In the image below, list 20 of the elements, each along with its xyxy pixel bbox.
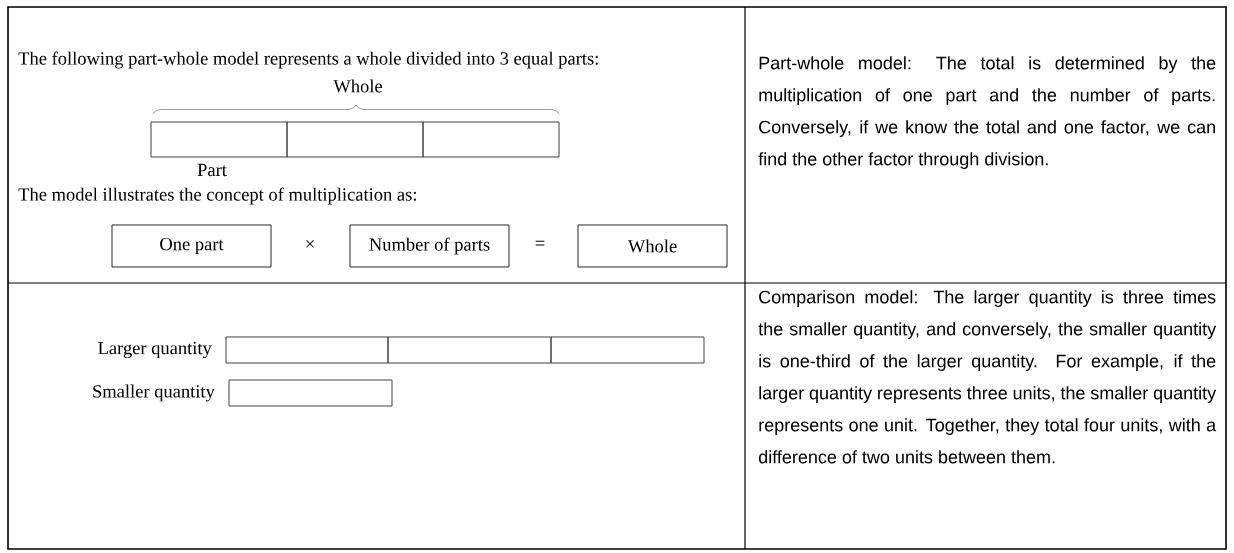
equation-box: Number of parts — [349, 224, 510, 268]
description-text: Comparison model: The larger quantity is three times the smaller quantity, and conversely, the smaller quantity is one-third of the larger quantity. For example, if the larger quantity represents three units, the smaller quantity represents one unit. Together, they total four units, with a difference of two units between them. — [758, 290, 1217, 464]
times-sign: × — [306, 240, 314, 248]
brace-label: Whole — [333, 79, 383, 93]
bar-segment — [228, 379, 393, 407]
bar-segment — [387, 336, 552, 364]
bar-label: Larger quantity — [98, 341, 212, 359]
bar-segment — [550, 336, 705, 364]
bar-segment — [422, 121, 560, 158]
heading-text: The following part-whole model represents a whole divided into 3 equal parts: — [18, 51, 598, 69]
description-text: Part-whole model: The total is determined by the multiplication of one part and the number of parts. Conversely, if we know the total and one factor, we can find the other factor through division. — [758, 56, 1216, 169]
equals-sign: = — [535, 240, 545, 246]
caption-text: The model illustrates the concept of multiplication as: — [18, 187, 416, 205]
bar-segment — [150, 121, 288, 158]
equation-box: One part — [111, 224, 272, 268]
bar-segment — [286, 121, 424, 158]
part-label: Part — [197, 163, 227, 177]
bar-label: Smaller quantity — [93, 384, 215, 402]
bar-segment — [225, 336, 389, 364]
equation-box: Whole — [577, 224, 728, 268]
